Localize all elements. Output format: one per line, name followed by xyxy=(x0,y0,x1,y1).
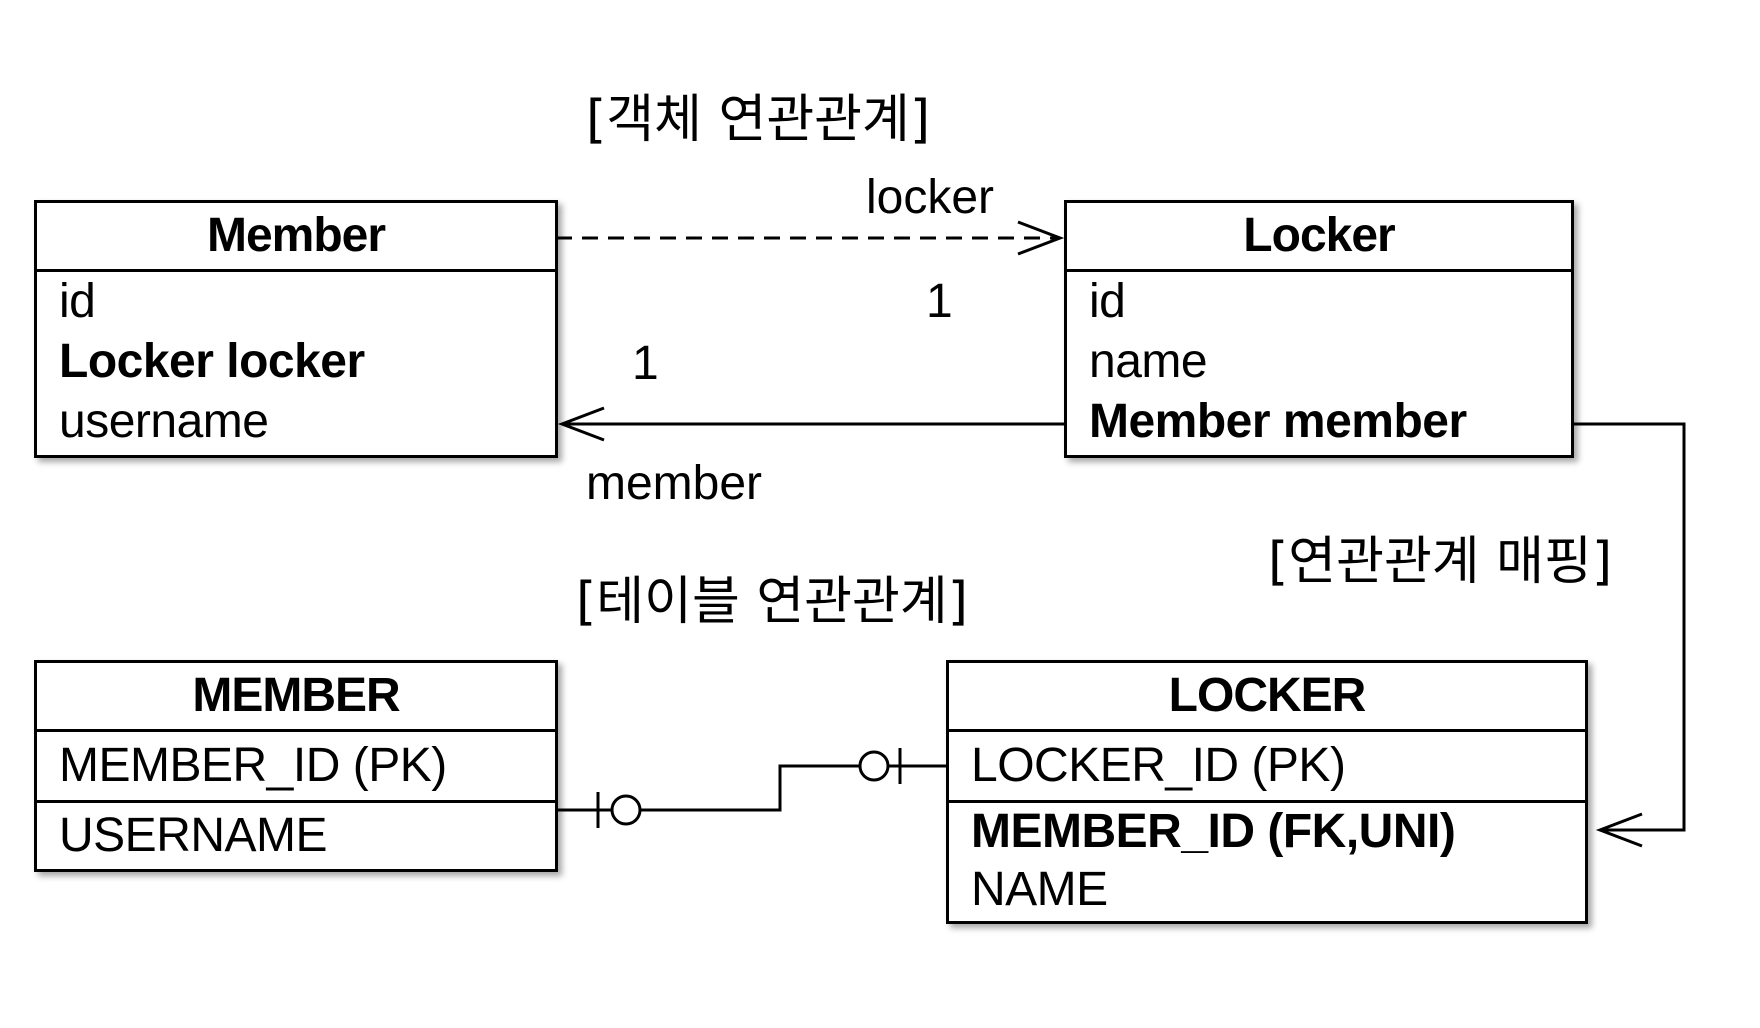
locker-table-column-name: NAME xyxy=(971,863,1108,916)
mapping-title: [연관관계 매핑] xyxy=(1268,532,1613,592)
locker-table-title: LOCKER xyxy=(949,663,1585,732)
member-role-label: member xyxy=(586,457,763,510)
locker-table-pk: LOCKER_ID (PK) xyxy=(971,739,1346,792)
erd-one-to-one-relation xyxy=(556,748,946,828)
member-field-id: id xyxy=(59,275,96,328)
member-table-columns-section: USERNAME xyxy=(37,803,555,869)
object-relation-title: [객체 연관관계] xyxy=(586,90,931,150)
member-entity-box: Member id Locker locker username xyxy=(34,200,558,458)
locker-role-label: locker xyxy=(866,171,995,224)
member-locker-dashed-arrow xyxy=(556,220,1065,256)
member-table-title: MEMBER xyxy=(37,663,555,732)
locker-entity-title: Locker xyxy=(1067,203,1571,272)
locker-member-solid-arrow xyxy=(557,406,1066,442)
member-entity-title: Member xyxy=(37,203,555,272)
locker-entity-box: Locker id name Member member xyxy=(1064,200,1574,458)
mapping-arrow xyxy=(1572,422,1686,848)
member-table-pk-section: MEMBER_ID (PK) xyxy=(37,732,555,803)
locker-multiplicity-label: 1 xyxy=(926,275,953,328)
member-table-column-username: USERNAME xyxy=(59,809,328,862)
member-multiplicity-label: 1 xyxy=(632,337,659,390)
locker-field-member: Member member xyxy=(1089,395,1467,448)
locker-table-fk: MEMBER_ID (FK,UNI) xyxy=(971,805,1456,858)
locker-field-id: id xyxy=(1089,275,1126,328)
locker-table-columns-section: MEMBER_ID (FK,UNI) NAME xyxy=(949,803,1585,919)
locker-table-box: LOCKER LOCKER_ID (PK) MEMBER_ID (FK,UNI)… xyxy=(946,660,1588,924)
locker-field-name: name xyxy=(1089,335,1208,388)
member-table-box: MEMBER MEMBER_ID (PK) USERNAME xyxy=(34,660,558,872)
locker-table-pk-section: LOCKER_ID (PK) xyxy=(949,732,1585,803)
table-relation-title: [테이블 연관관계] xyxy=(576,572,968,632)
member-field-locker: Locker locker xyxy=(59,335,365,388)
member-table-pk: MEMBER_ID (PK) xyxy=(59,739,447,792)
member-field-username: username xyxy=(59,395,269,448)
